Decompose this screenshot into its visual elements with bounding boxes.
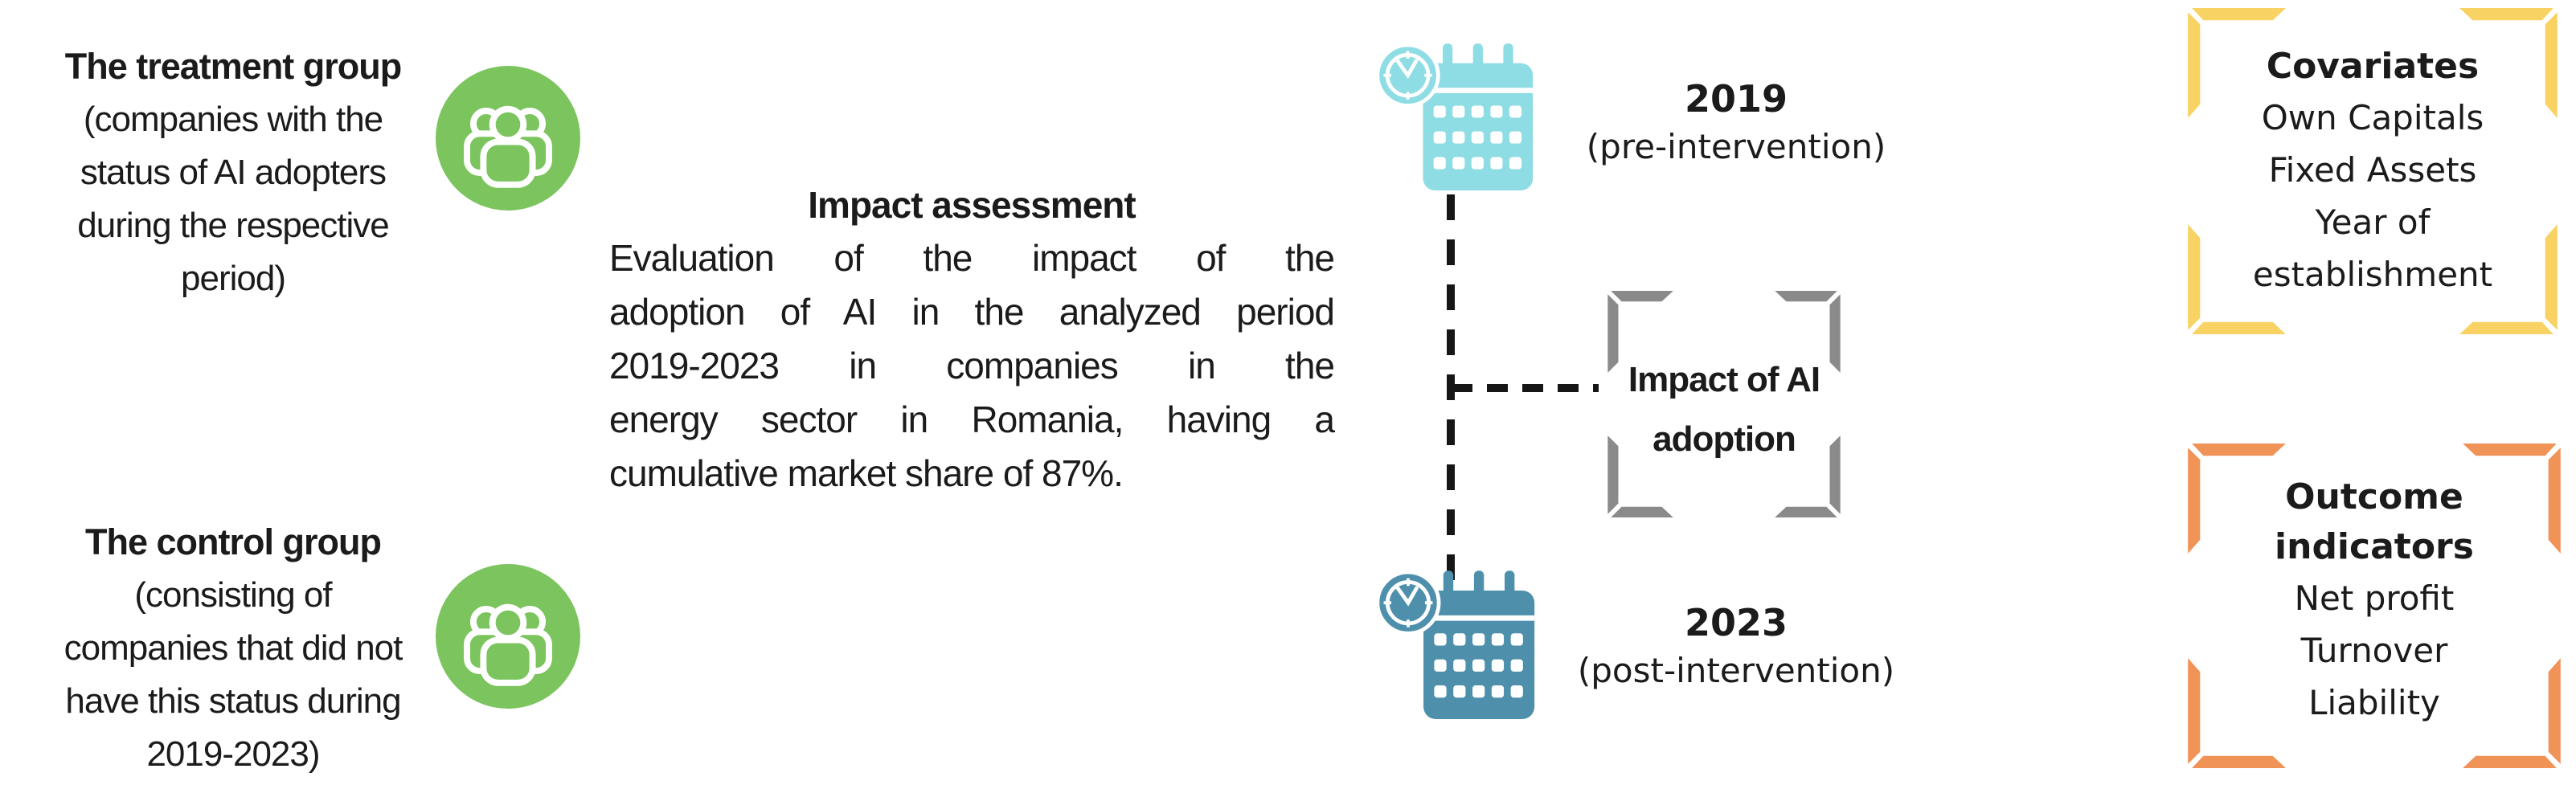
pre-intervention-phase: (pre-intervention) <box>1586 127 1886 166</box>
impact-of-ai-adoption-box: Impact of AI adoption <box>1607 291 1841 517</box>
impact-assessment-line: adoption of AI in the analyzed period <box>609 291 1335 333</box>
impact-of-ai-adoption-line: Impact of AI <box>1628 360 1820 399</box>
treatment-group-description-line: period) <box>181 259 286 298</box>
treatment-group-people-icon <box>436 66 580 211</box>
post-intervention-year: 2023 <box>1684 601 1788 644</box>
impact-of-ai-adoption-label: Impact of AI adoption <box>1607 291 1841 517</box>
control-group-title: The control group <box>85 521 382 562</box>
treatment-group-description-line: during the respective <box>77 206 389 245</box>
outcome-indicator-item: Turnover <box>2300 631 2448 670</box>
covariate-item: Year of establishment <box>2252 202 2493 294</box>
calendar-clock-icon-post <box>1376 567 1537 725</box>
impact-assessment-line: energy sector in Romania, having a <box>609 399 1335 440</box>
impact-assessment-body: Evaluation of the impact of the adoption… <box>609 231 1335 501</box>
treatment-group-description-line: (companies with the <box>83 100 383 139</box>
treatment-group-description-line: status of AI adopters <box>80 153 387 192</box>
control-group-description-line: (consisting of <box>134 575 332 615</box>
outcome-indicators-box: Outcome indicators Net profit Turnover L… <box>2188 444 2561 768</box>
impact-of-ai-adoption-line: adoption <box>1652 419 1796 459</box>
covariate-item: Own Capitals <box>2261 98 2484 137</box>
outcome-indicator-item: Liability <box>2308 683 2440 722</box>
impact-assessment-line: Evaluation of the impact of the <box>609 237 1335 279</box>
control-group-description-line: 2019-2023) <box>146 734 320 774</box>
covariates-content: Covariates Own Capitals Fixed Assets Yea… <box>2188 42 2558 301</box>
outcome-indicators-content: Outcome indicators Net profit Turnover L… <box>2188 472 2561 729</box>
impact-assessment-title: Impact assessment <box>808 184 1136 226</box>
pre-intervention-label-block: 2019 (pre-intervention) <box>1555 77 1917 169</box>
treatment-group-title: The treatment group <box>64 46 403 87</box>
outcome-indicators-title: Outcome indicators <box>2275 476 2474 567</box>
treatment-group-card: The treatment group (companies with the … <box>8 40 458 305</box>
covariate-item: Fixed Assets <box>2268 150 2477 190</box>
impact-assessment-line: 2019-2023 in companies in the <box>609 345 1335 386</box>
post-intervention-phase: (post-intervention) <box>1577 651 1895 690</box>
impact-assessment-line: cumulative market share of 87%. <box>609 452 1124 494</box>
pre-intervention-year: 2019 <box>1684 77 1788 121</box>
covariates-box: Covariates Own Capitals Fixed Assets Yea… <box>2188 8 2558 334</box>
timeline-vertical-dashed-line <box>1447 194 1455 593</box>
post-intervention-label-block: 2023 (post-intervention) <box>1555 601 1917 693</box>
calendar-clock-icon-pre <box>1376 40 1535 196</box>
timeline-branch-dashed-line <box>1452 384 1599 392</box>
control-group-description-line: have this status during <box>65 681 401 721</box>
control-group-card: The control group (consisting of compani… <box>8 516 458 781</box>
control-group-description-line: companies that did not <box>63 628 403 668</box>
outcome-indicator-item: Net profit <box>2294 579 2455 618</box>
covariates-title: Covariates <box>2266 46 2480 87</box>
control-group-people-icon <box>436 564 580 709</box>
